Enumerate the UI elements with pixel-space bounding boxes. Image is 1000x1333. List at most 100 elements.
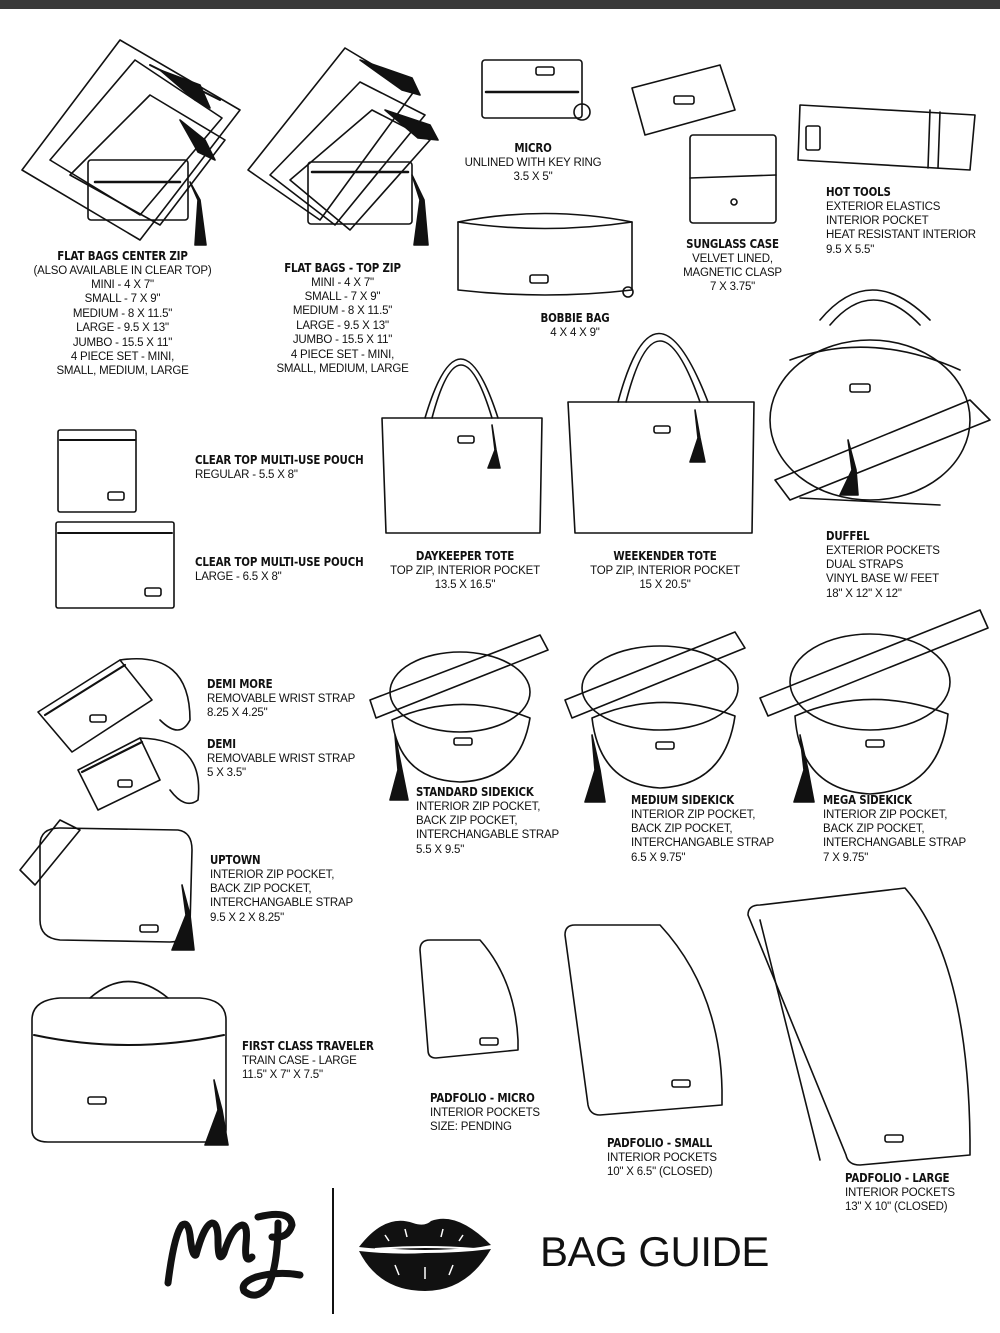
item-line: SMALL, MEDIUM, LARGE xyxy=(276,362,409,375)
medium-sidekick-illustration xyxy=(564,631,746,803)
item-line: INTERIOR POCKET xyxy=(826,215,929,227)
item-uptown: UPTOWN INTERIOR ZIP POCKET, BACK ZIP POC… xyxy=(210,852,353,925)
item-flat-bags-top-zip: FLAT BAGS - TOP ZIP MINI - 4 X 7" SMALL … xyxy=(255,260,430,376)
item-flat-bags-center-zip: FLAT BAGS CENTER ZIP (ALSO AVAILABLE IN … xyxy=(10,248,235,379)
item-daykeeper-tote: DAYKEEPER TOTE TOP ZIP, INTERIOR POCKET … xyxy=(375,548,555,592)
item-line: SIZE: PENDING xyxy=(430,1121,512,1133)
item-line: LARGE - 6.5 X 8" xyxy=(195,570,282,583)
item-padfolio-large: PADFOLIO - LARGE INTERIOR POCKETS 13" X … xyxy=(845,1170,972,1214)
item-line: BACK ZIP POCKET, xyxy=(631,823,733,835)
item-line: UNLINED WITH KEY RING xyxy=(464,156,602,169)
item-title: MEGA SIDEKICK xyxy=(823,792,912,807)
item-line: SMALL, MEDIUM, LARGE xyxy=(56,365,189,378)
item-micro: MICRO UNLINED WITH KEY RING 3.5 X 5" xyxy=(448,140,618,184)
standard-sidekick-illustration xyxy=(369,634,549,801)
item-line: INTERIOR ZIP POCKET, xyxy=(631,808,756,821)
item-line: 3.5 X 5" xyxy=(513,171,553,183)
item-line: BACK ZIP POCKET, xyxy=(823,823,925,835)
item-line: EXTERIOR POCKETS xyxy=(826,544,940,557)
item-title: DAYKEEPER TOTE xyxy=(415,548,515,563)
item-demi: DEMI REMOVABLE WRIST STRAP 5 X 3.5" xyxy=(207,736,355,780)
item-line: VINYL BASE W/ FEET xyxy=(826,573,939,586)
item-line: REMOVABLE WRIST STRAP xyxy=(207,752,356,765)
item-title: FIRST CLASS TRAVELER xyxy=(242,1038,374,1053)
item-bobbie-bag: BOBBIE BAG 4 X 4 X 9" xyxy=(510,310,640,340)
item-line: REGULAR - 5.5 X 8" xyxy=(195,468,298,481)
item-line: 10" X 6.5" (CLOSED) xyxy=(607,1166,713,1178)
item-title: CLEAR TOP MULTI-USE POUCH xyxy=(195,452,364,467)
item-line: INTERCHANGABLE STRAP xyxy=(823,837,966,850)
weekender-tote-illustration xyxy=(567,333,755,534)
clear-top-pouches-illustration xyxy=(55,429,175,609)
duffel-illustration xyxy=(769,289,991,506)
hot-tools-illustration xyxy=(797,104,976,171)
item-line: LARGE - 9.5 X 13" xyxy=(296,319,389,332)
daykeeper-tote-illustration xyxy=(381,358,543,534)
item-line: MINI - 4 X 7" xyxy=(311,276,374,289)
micro-illustration xyxy=(481,59,591,121)
item-line: 13" X 10" (CLOSED) xyxy=(845,1201,948,1213)
item-line: 13.5 X 16.5" xyxy=(434,579,496,591)
item-line: INTERIOR POCKETS xyxy=(845,1186,955,1199)
item-duffel: DUFFEL EXTERIOR POCKETS DUAL STRAPS VINY… xyxy=(826,528,940,601)
item-line: TOP ZIP, INTERIOR POCKET xyxy=(390,564,540,577)
item-line: SMALL - 7 X 9" xyxy=(84,293,161,306)
item-weekender-tote: WEEKENDER TOTE TOP ZIP, INTERIOR POCKET … xyxy=(575,548,755,592)
item-line: SMALL - 7 X 9" xyxy=(304,291,381,303)
item-line: MINI - 4 X 7" xyxy=(91,279,154,291)
item-title: DEMI MORE xyxy=(207,676,273,691)
item-title: CLEAR TOP MULTI-USE POUCH xyxy=(195,554,364,569)
padfolio-micro-illustration xyxy=(419,939,519,1059)
item-line: BACK ZIP POCKET, xyxy=(416,815,518,827)
item-line: INTERIOR ZIP POCKET, xyxy=(210,868,335,881)
padfolio-large-illustration xyxy=(747,887,971,1166)
item-clear-top-large: CLEAR TOP MULTI-USE POUCH LARGE - 6.5 X … xyxy=(195,554,400,584)
mega-sidekick-illustration xyxy=(759,609,989,803)
item-line: 11.5" X 7" X 7.5" xyxy=(242,1069,323,1081)
item-line: 6.5 X 9.75" xyxy=(631,851,686,864)
item-title: FLAT BAGS - TOP ZIP xyxy=(284,260,401,275)
item-line: 15 X 20.5" xyxy=(639,579,691,591)
item-line: LARGE - 9.5 X 13" xyxy=(76,322,169,335)
flat-bags-top-zip-illustration xyxy=(247,47,439,246)
demi-illustration xyxy=(37,658,200,811)
item-medium-sidekick: MEDIUM SIDEKICK INTERIOR ZIP POCKET, BAC… xyxy=(631,792,774,865)
item-title: FLAT BAGS CENTER ZIP xyxy=(57,248,188,263)
brand-divider xyxy=(332,1188,334,1314)
item-line: (ALSO AVAILABLE IN CLEAR TOP) xyxy=(33,264,212,277)
item-title: DUFFEL xyxy=(826,528,870,543)
item-title: DEMI xyxy=(207,736,236,751)
item-title: UPTOWN xyxy=(210,852,261,867)
item-clear-top-regular: CLEAR TOP MULTI-USE POUCH REGULAR - 5.5 … xyxy=(195,452,400,482)
flat-bags-center-zip-illustration xyxy=(21,39,241,246)
page-title: BAG GUIDE xyxy=(540,1228,769,1275)
brand-monogram-logo xyxy=(164,1210,304,1299)
item-line: 9.5 X 2 X 8.25" xyxy=(210,911,284,924)
item-title: SUNGLASS CASE xyxy=(686,236,779,251)
first-class-traveler-illustration xyxy=(31,980,229,1146)
sunglass-case-illustration xyxy=(631,64,777,224)
item-line: INTERIOR ZIP POCKET, xyxy=(823,808,948,821)
item-title: PADFOLIO - LARGE xyxy=(845,1170,950,1185)
padfolio-small-illustration xyxy=(564,924,723,1116)
item-title: PADFOLIO - MICRO xyxy=(430,1090,535,1105)
item-line: 7 X 3.75" xyxy=(709,281,756,294)
item-line: JUMBO - 15.5 X 11" xyxy=(292,334,393,347)
item-title: STANDARD SIDEKICK xyxy=(416,784,534,799)
item-padfolio-micro: PADFOLIO - MICRO INTERIOR POCKETS SIZE: … xyxy=(430,1090,558,1134)
item-title: BOBBIE BAG xyxy=(540,310,610,325)
item-sunglass-case: SUNGLASS CASE VELVET LINED, MAGNETIC CLA… xyxy=(660,236,805,295)
item-line: EXTERIOR ELASTICS xyxy=(826,200,941,213)
item-first-class-traveler: FIRST CLASS TRAVELER TRAIN CASE - LARGE … xyxy=(242,1038,403,1082)
uptown-illustration xyxy=(19,819,195,951)
item-line: DUAL STRAPS xyxy=(826,559,904,571)
item-line: INTERCHANGABLE STRAP xyxy=(631,837,774,850)
item-line: 5 X 3.5" xyxy=(207,767,246,779)
item-line: 4 PIECE SET - MINI, xyxy=(290,348,395,361)
item-line: INTERIOR ZIP POCKET, xyxy=(416,800,541,813)
item-line: VELVET LINED, xyxy=(692,252,773,265)
item-line: INTERCHANGABLE STRAP xyxy=(416,829,559,842)
item-line: JUMBO - 15.5 X 11" xyxy=(72,336,173,349)
item-line: REMOVABLE WRIST STRAP xyxy=(207,692,356,705)
